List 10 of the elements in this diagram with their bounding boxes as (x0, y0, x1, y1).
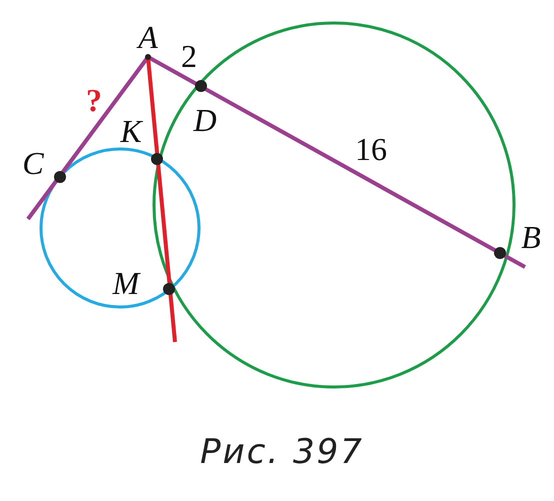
point-label: M (112, 267, 140, 299)
length-label: 2 (181, 40, 197, 72)
point-label: A (138, 21, 158, 53)
unknown-mark: ? (86, 84, 102, 116)
point-label: K (120, 115, 142, 147)
point-label: D (193, 104, 217, 136)
point-label: C (22, 147, 44, 179)
point-label: B (521, 221, 541, 253)
length-label: 16 (355, 133, 387, 165)
figure-caption: Рис. 397 (200, 432, 364, 472)
